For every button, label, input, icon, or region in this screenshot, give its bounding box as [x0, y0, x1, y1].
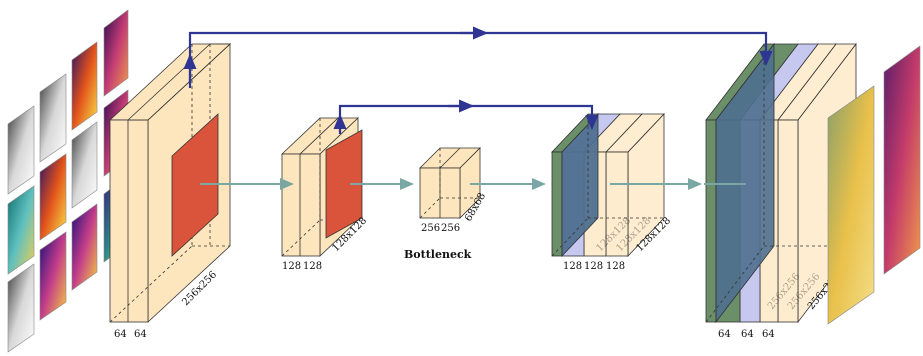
input-tile: [71, 121, 98, 209]
input-tile: [39, 73, 67, 163]
enc1-ch-b: 64: [134, 329, 147, 340]
enc2-ch-a: 128: [282, 261, 301, 272]
bottleneck-ch-b: 256: [441, 223, 460, 234]
input-tile: [39, 153, 67, 241]
input-tile: [71, 203, 98, 291]
output-tile-1: [827, 85, 875, 325]
skip-connections: [183, 26, 773, 134]
input-tile: [103, 9, 129, 97]
dec2-ch-c: 128: [606, 261, 625, 272]
activation-map-2: [325, 129, 363, 239]
dec2-ch-a: 128: [563, 261, 582, 272]
skip-connection-outer: [188, 31, 773, 88]
output-image-stack: [827, 45, 921, 325]
dec1-ch-b: 64: [741, 329, 754, 340]
bottleneck-ch-a: 256: [421, 223, 440, 234]
input-tile: [7, 105, 35, 195]
input-tile: [71, 41, 98, 131]
input-image-stack: [7, 9, 129, 353]
input-tile: [7, 185, 35, 275]
skip-connection-inner: [338, 104, 599, 134]
output-tile-2: [883, 45, 921, 275]
bottleneck-caption: Bottleneck: [404, 248, 472, 261]
dec1-ch-c: 64: [762, 329, 775, 340]
enc1-ch-a: 64: [114, 329, 127, 340]
dec2-ch-b: 128: [584, 261, 603, 272]
activation-map-1: [171, 113, 219, 257]
input-tile: [39, 231, 67, 321]
dec1-ch-a: 64: [718, 329, 731, 340]
enc2-ch-b: 128: [303, 261, 322, 272]
input-tile: [7, 263, 35, 353]
bottleneck-block: [419, 147, 481, 219]
